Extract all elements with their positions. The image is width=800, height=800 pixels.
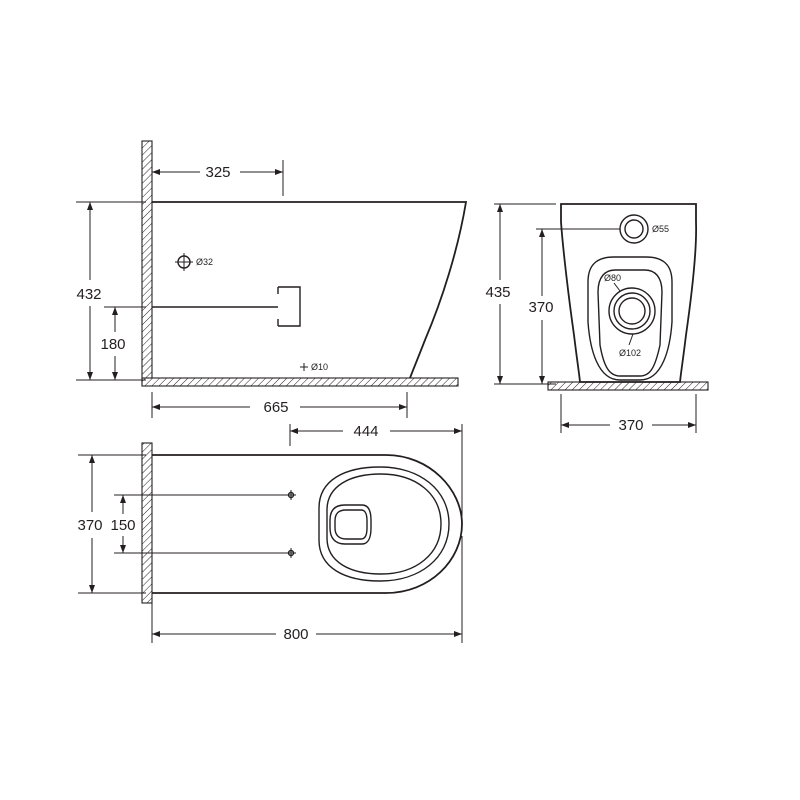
top-wall-hatch — [141, 442, 153, 604]
top-bowl-outlet — [329, 504, 372, 545]
dim-370-front-inlet: 370 — [528, 299, 553, 316]
label-outlet: Ø102 — [619, 348, 641, 358]
label-spigot: Ø80 — [604, 273, 621, 283]
spigot-ring — [608, 287, 656, 335]
top-body-outline — [152, 454, 463, 594]
dim-665: 665 — [263, 399, 288, 416]
dim-444: 444 — [353, 423, 378, 440]
side-outlet-spigot — [152, 286, 301, 327]
side-wall-hatch — [141, 140, 153, 385]
top-bowl-outlet-inner — [334, 509, 368, 540]
label-fixing-hole: Ø10 — [311, 362, 328, 372]
dim-180: 180 — [100, 336, 125, 353]
dim-435: 435 — [485, 284, 510, 301]
dim-800: 800 — [283, 626, 308, 643]
top-seat-inner — [326, 473, 442, 575]
dim-432: 432 — [76, 286, 101, 303]
dim-370-front-width: 370 — [618, 417, 643, 434]
dim-325: 325 — [205, 164, 230, 181]
side-body-outline — [152, 201, 468, 379]
label-pipe-inlet: Ø32 — [196, 257, 213, 267]
front-recess-outline — [587, 256, 673, 381]
fixing-hole-symbol — [300, 363, 308, 371]
front-floor-hatch — [547, 381, 709, 391]
pipe-inlet-symbol — [175, 253, 193, 271]
outlet-outer-ring — [613, 292, 651, 330]
front-recess-inner — [597, 269, 663, 377]
inlet-inner-ring — [624, 219, 644, 239]
front-view: Ø55 Ø80 Ø102 435 370 370 — [485, 203, 709, 434]
dim-370-top: 370 — [77, 517, 102, 534]
dim-150: 150 — [110, 517, 135, 534]
side-view: Ø32 Ø10 325 432 180 66 — [76, 140, 468, 418]
label-inlet: Ø55 — [652, 224, 669, 234]
side-floor-hatch — [141, 377, 459, 387]
top-seat-outer — [318, 466, 450, 582]
inlet-outer-ring — [619, 214, 649, 244]
top-view: 444 370 150 800 — [77, 423, 463, 643]
outlet-inner-ring — [618, 297, 646, 325]
front-body-outline — [560, 203, 698, 383]
